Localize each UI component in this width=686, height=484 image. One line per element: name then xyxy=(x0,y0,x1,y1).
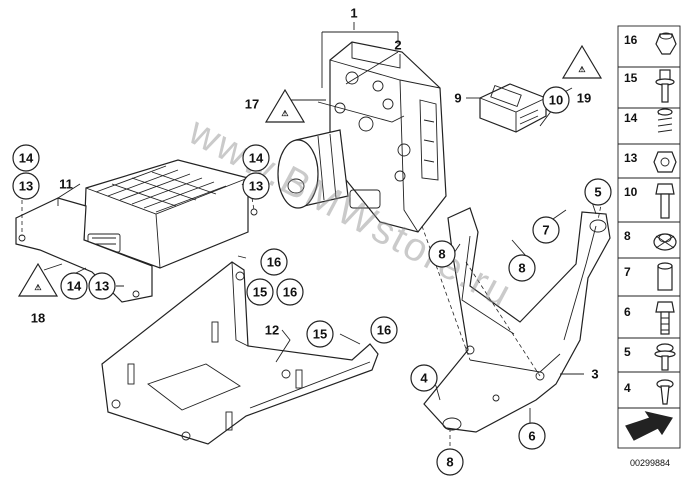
sidebar-label-7: 7 xyxy=(624,265,631,279)
sidebar-label-6: 6 xyxy=(624,305,631,319)
hex-nut-icon xyxy=(653,151,677,173)
hydraulic-unit xyxy=(277,41,447,233)
callout-5: 5 xyxy=(584,178,612,206)
washer-screw-icon xyxy=(654,343,676,371)
support-bracket-3 xyxy=(423,207,611,433)
callout-3: 3 xyxy=(591,367,598,382)
svg-text:13: 13 xyxy=(95,279,109,294)
ecu-module xyxy=(15,159,258,303)
svg-text:7: 7 xyxy=(542,223,549,238)
callout-12: 12 xyxy=(265,323,279,338)
svg-text:14: 14 xyxy=(19,151,34,166)
callout-8-b: 8 xyxy=(508,254,536,282)
screw-icon xyxy=(656,379,674,405)
svg-text:16: 16 xyxy=(267,255,281,270)
callout-14-right: 14 xyxy=(242,144,270,172)
svg-text:8: 8 xyxy=(446,455,453,470)
callout-13-bottom: 13 xyxy=(88,272,116,300)
callout-11: 11 xyxy=(59,177,73,192)
svg-text:15: 15 xyxy=(253,285,267,300)
svg-text:16: 16 xyxy=(283,285,297,300)
long-bolt-icon xyxy=(655,301,675,335)
parts-sidebar: 16 15 14 13 10 8 xyxy=(617,25,681,449)
callout-9: 9 xyxy=(454,91,461,106)
cap-nut-icon xyxy=(655,32,677,55)
svg-text:13: 13 xyxy=(19,179,33,194)
circled-callouts: 14 13 14 13 14 13 16 15 16 15 16 10 5 7 … xyxy=(12,86,612,476)
callout-17: 17 xyxy=(245,97,259,112)
callout-2: 2 xyxy=(394,38,401,53)
next-page-arrow-icon xyxy=(625,411,673,441)
svg-text:14: 14 xyxy=(67,279,82,294)
spring-nut-icon xyxy=(657,108,673,133)
bushing-icon xyxy=(657,262,673,291)
mounting-bracket-12 xyxy=(101,261,379,445)
sidebar-label-16: 16 xyxy=(624,33,638,47)
callout-18: 18 xyxy=(31,311,45,326)
callout-14-bottom: 14 xyxy=(60,272,88,300)
warning-label-19: ⚠ xyxy=(561,44,603,79)
drawing-code: 00299884 xyxy=(630,458,670,468)
sidebar-label-14: 14 xyxy=(624,111,638,125)
svg-text:8: 8 xyxy=(438,247,445,262)
sidebar-label-13: 13 xyxy=(624,151,638,165)
callout-10: 10 xyxy=(542,86,570,114)
callout-16-a: 16 xyxy=(260,248,288,276)
callout-8-a: 8 xyxy=(428,240,456,268)
sidebar-label-10: 10 xyxy=(624,185,638,199)
plain-callouts: 1 2 3 9 11 12 17 18 19 xyxy=(31,6,599,382)
sidebar-label-5: 5 xyxy=(624,345,631,359)
warning-icon: ⚠ xyxy=(578,65,585,74)
callout-15-b: 15 xyxy=(306,320,334,348)
callout-1: 1 xyxy=(350,6,357,21)
callout-13-left: 13 xyxy=(12,172,40,200)
svg-text:5: 5 xyxy=(594,185,601,200)
callout-19: 19 xyxy=(577,91,591,106)
svg-text:16: 16 xyxy=(377,323,391,338)
collar-screw-icon xyxy=(655,69,675,103)
warning-icon: ⚠ xyxy=(281,109,288,118)
svg-text:6: 6 xyxy=(528,429,535,444)
rubber-mount-icon xyxy=(653,233,677,251)
callout-16-c: 16 xyxy=(370,316,398,344)
callout-6: 6 xyxy=(518,422,546,450)
callout-16-b: 16 xyxy=(276,278,304,306)
callout-13-right: 13 xyxy=(242,172,270,200)
callout-14-left: 14 xyxy=(12,144,40,172)
callout-4: 4 xyxy=(410,364,438,392)
warning-icon: ⚠ xyxy=(34,283,41,292)
hex-bolt-icon xyxy=(655,183,675,219)
sidebar-label-4: 4 xyxy=(624,381,631,395)
svg-text:14: 14 xyxy=(249,151,264,166)
sidebar-label-15: 15 xyxy=(624,71,638,85)
svg-text:8: 8 xyxy=(518,261,525,276)
warning-label-18: ⚠ xyxy=(17,262,59,297)
svg-text:10: 10 xyxy=(549,93,563,108)
svg-text:15: 15 xyxy=(313,327,327,342)
callout-7: 7 xyxy=(532,216,560,244)
svg-text:4: 4 xyxy=(420,371,428,386)
callout-15-a: 15 xyxy=(246,278,274,306)
svg-text:13: 13 xyxy=(249,179,263,194)
control-unit-module xyxy=(479,83,547,133)
sidebar-label-8: 8 xyxy=(624,229,631,243)
warning-label-17: ⚠ xyxy=(264,88,306,123)
callout-8-c: 8 xyxy=(436,448,464,476)
